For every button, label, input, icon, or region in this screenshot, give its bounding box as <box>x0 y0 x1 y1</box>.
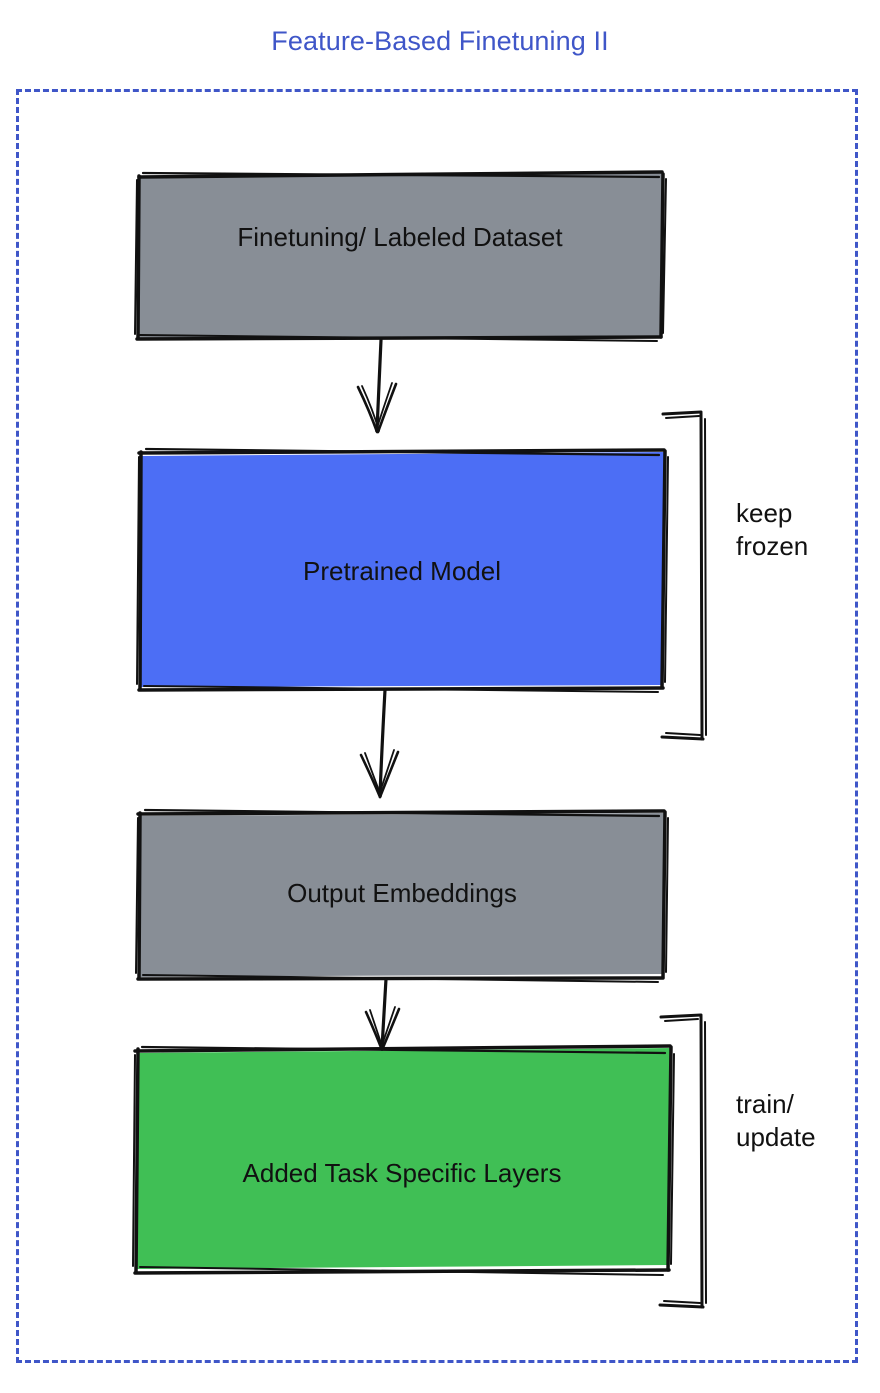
annotation-train-update: train/ update <box>736 1089 816 1153</box>
page-title: Feature-Based Finetuning II <box>271 26 609 56</box>
diagram-frame <box>16 89 858 1363</box>
bracket-train-update[interactable] <box>655 1013 710 1311</box>
node-dataset[interactable] <box>136 172 666 340</box>
arrow-embeddings-to-task[interactable] <box>355 977 415 1049</box>
node-pretrained[interactable] <box>138 452 666 688</box>
annotation-keep-frozen: keep frozen <box>736 498 809 562</box>
node-embeddings[interactable] <box>138 812 666 977</box>
arrow-dataset-to-pretrained[interactable] <box>355 340 415 450</box>
bracket-keep-frozen[interactable] <box>655 410 710 742</box>
node-task-layers[interactable] <box>134 1048 670 1270</box>
arrow-pretrained-to-embeddings[interactable] <box>355 688 415 810</box>
